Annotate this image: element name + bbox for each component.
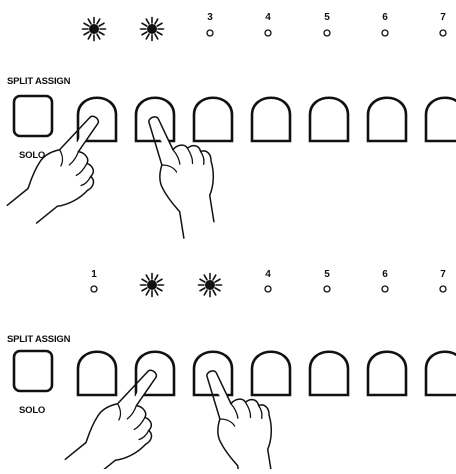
unlit-led-icon: [323, 29, 331, 37]
button-row: [12, 349, 456, 397]
indicator-number: 7: [440, 269, 446, 280]
pressing-hand-icon: [206, 370, 273, 474]
split-assign-button-1[interactable]: [76, 350, 118, 397]
panel-bottom: SPLIT ASSIGN SOLO 1 4 5 6 7: [7, 269, 456, 474]
hand-illustrations: [6, 115, 215, 239]
pressing-hand-icon: [64, 369, 158, 474]
split-assign-button-7[interactable]: [424, 350, 456, 397]
unlit-led-icon: [90, 285, 98, 293]
unlit-led-icon: [264, 285, 272, 293]
unlit-led-icon: [323, 285, 331, 293]
indicator-number: 3: [207, 12, 213, 23]
split-assign-button-7[interactable]: [424, 96, 456, 143]
unlit-led-icon: [439, 285, 447, 293]
indicator-7: 7: [439, 269, 447, 293]
indicator-1: [81, 16, 107, 42]
split-assign-button-4[interactable]: [250, 350, 292, 397]
solo-label: SOLO: [19, 150, 45, 161]
indicator-number: 5: [324, 269, 330, 280]
lit-led-icon: [147, 24, 157, 34]
indicator-4: 4: [264, 12, 272, 37]
split-assign-button-5[interactable]: [308, 96, 350, 143]
solo-button[interactable]: [12, 349, 54, 393]
pressing-hand-icon: [6, 115, 100, 224]
split-assign-button-4[interactable]: [250, 96, 292, 143]
split-assign-label: SPLIT ASSIGN: [7, 76, 71, 87]
unlit-led-icon: [264, 29, 272, 37]
indicator-number: 4: [265, 12, 271, 23]
unlit-led-icon: [206, 29, 214, 37]
indicator-6: 6: [381, 269, 389, 293]
split-assign-button-6[interactable]: [366, 350, 408, 397]
indicator-3: 3: [206, 12, 214, 37]
indicator-3: [197, 272, 223, 298]
indicator-2: [139, 272, 165, 298]
indicator-row: 1 4 5 6 7: [90, 269, 447, 298]
indicator-7: 7: [439, 12, 447, 37]
split-assign-button-6[interactable]: [366, 96, 408, 143]
indicator-row: 3 4 5 6 7: [81, 12, 447, 42]
unlit-led-icon: [439, 29, 447, 37]
indicator-number: 4: [265, 269, 271, 280]
indicator-1: 1: [90, 269, 98, 293]
unlit-led-icon: [381, 29, 389, 37]
split-assign-button-3[interactable]: [192, 96, 234, 143]
lit-led-icon: [147, 280, 157, 290]
unlit-led-icon: [381, 285, 389, 293]
indicator-number: 6: [382, 12, 388, 23]
hand-illustrations: [64, 369, 273, 474]
solo-button[interactable]: [12, 94, 54, 138]
indicator-number: 7: [440, 12, 446, 23]
panel-top: SPLIT ASSIGN SOLO 3 4 5 6 7: [6, 12, 456, 239]
split-assign-button-5[interactable]: [308, 350, 350, 397]
solo-label: SOLO: [19, 405, 45, 416]
indicator-4: 4: [264, 269, 272, 293]
pressing-hand-icon: [148, 116, 215, 239]
lit-led-icon: [89, 24, 99, 34]
split-assign-label: SPLIT ASSIGN: [7, 334, 71, 345]
indicator-number: 6: [382, 269, 388, 280]
indicator-5: 5: [323, 269, 331, 293]
indicator-6: 6: [381, 12, 389, 37]
indicator-number: 1: [91, 269, 97, 280]
lit-led-icon: [205, 280, 215, 290]
indicator-number: 5: [324, 12, 330, 23]
indicator-5: 5: [323, 12, 331, 37]
button-row: [12, 94, 456, 143]
indicator-2: [139, 16, 165, 42]
